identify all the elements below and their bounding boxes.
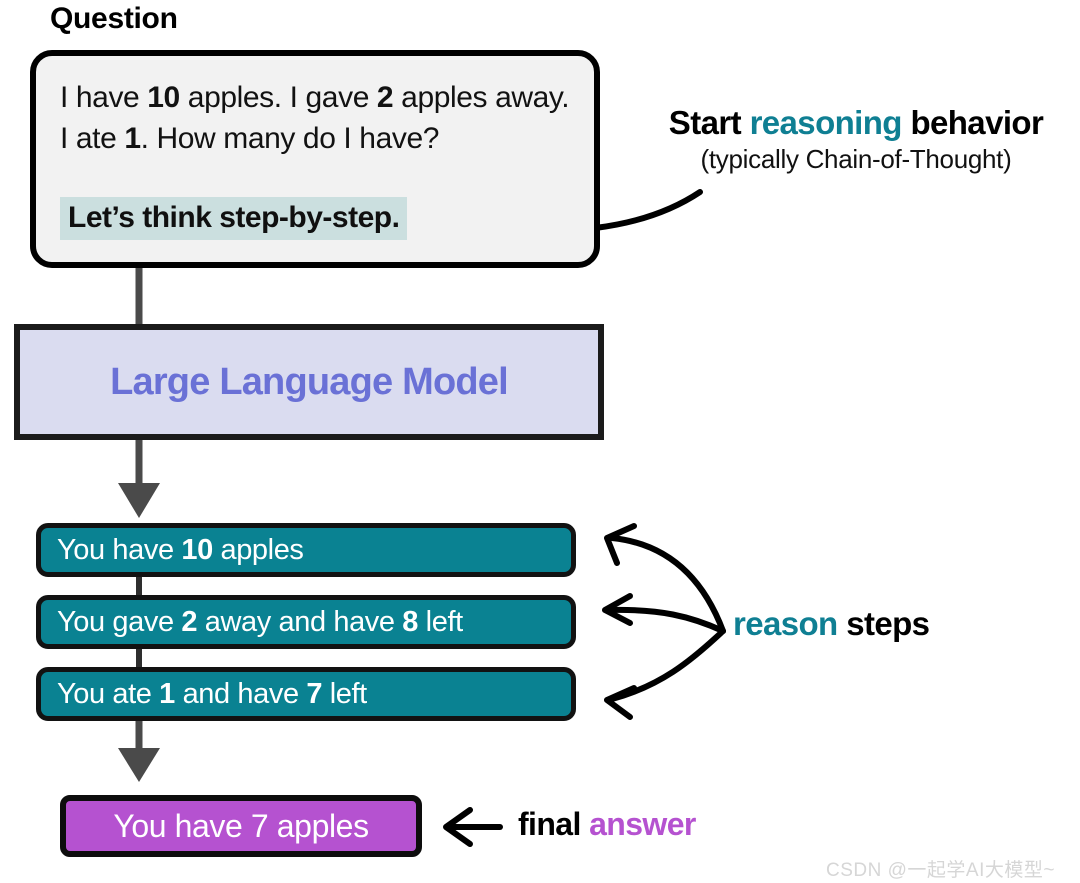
reasoning-step-box: You gave 2 away and have 8 left — [36, 595, 576, 649]
start-reasoning-accent: reasoning — [749, 104, 903, 141]
curved-arrow-icon-step0 — [609, 535, 726, 634]
left-arrow-icon — [443, 807, 473, 847]
reason-steps-annotation: reason steps — [733, 605, 930, 643]
start-reasoning-subtitle: (typically Chain-of-Thought) — [700, 144, 1012, 175]
start-reasoning-annotation: Start reasoning behavior (typically Chai… — [640, 104, 1072, 175]
final-answer-annotation: final answer — [518, 806, 696, 843]
reasoning-step-text: You gave 2 away and have 8 left — [57, 605, 463, 638]
question-section-label: Question — [50, 2, 178, 35]
curved-arrow-icon-step2 — [609, 628, 726, 702]
start-reasoning-prefix: Start — [668, 104, 750, 141]
reasoning-step-text: You ate 1 and have 7 left — [57, 677, 367, 710]
curved-arrow-head-icon-step0 — [604, 523, 637, 566]
curved-arrow-head-icon-step1 — [602, 593, 633, 626]
reasoning-step-box: You have 10 apples — [36, 523, 576, 577]
start-reasoning-suffix: behavior — [901, 104, 1044, 141]
final-answer-prefix: final — [518, 806, 590, 842]
final-answer-box: You have 7 apples — [60, 795, 422, 857]
start-reasoning-title: Start reasoning behavior — [640, 104, 1072, 141]
down-arrow-icon — [118, 748, 160, 782]
question-card: I have 10 apples. I gave 2 apples away. … — [30, 50, 600, 268]
reason-steps-accent: reason — [733, 605, 838, 642]
watermark: CSDN @一起学AI大模型~ — [826, 860, 1055, 881]
reason-steps-suffix: steps — [837, 605, 930, 642]
question-prompt-text: I have 10 apples. I gave 2 apples away. … — [60, 81, 570, 155]
large-language-model-box: Large Language Model — [14, 324, 604, 440]
reasoning-step-text: You have 10 apples — [57, 533, 304, 566]
cot-trigger-highlight: Let’s think step-by-step. — [60, 197, 408, 240]
final-answer-text: You have 7 apples — [113, 807, 369, 844]
reasoning-step-box: You ate 1 and have 7 left — [36, 667, 576, 721]
final-answer-accent: answer — [589, 806, 696, 842]
down-arrow-icon — [118, 483, 160, 518]
llm-label: Large Language Model — [110, 360, 509, 403]
curved-arrow-head-icon-step2 — [604, 685, 637, 720]
curved-arrow-icon-step1 — [607, 606, 726, 634]
